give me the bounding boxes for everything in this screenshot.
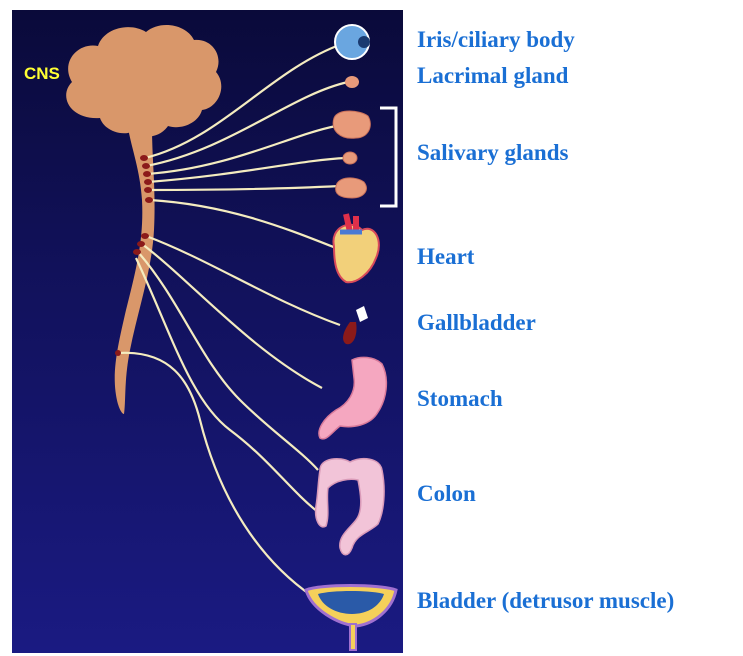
cns-label: CNS [24, 64, 60, 84]
nerve-salivary-3 [148, 186, 340, 190]
label-heart: Heart [417, 244, 474, 270]
label-iris-ciliary-body: Iris/ciliary body [417, 27, 575, 53]
label-gallbladder: Gallbladder [417, 310, 536, 336]
label-stomach: Stomach [417, 386, 503, 412]
salivary-bracket [380, 108, 396, 206]
nerve-bladder [118, 353, 312, 596]
eye-icon [335, 25, 370, 59]
label-salivary-glands: Salivary glands [417, 140, 568, 166]
nerve-colon-1 [138, 252, 318, 470]
label-colon: Colon [417, 481, 476, 507]
nerve-heart [150, 200, 336, 248]
stomach-icon [319, 357, 386, 439]
colon-icon [316, 459, 384, 555]
gallbladder-icon [343, 306, 368, 344]
nerve-salivary-1 [147, 126, 336, 174]
bladder-icon [306, 586, 396, 651]
nerve-gallbladder [146, 236, 340, 325]
lacrimal-gland-icon [345, 76, 359, 88]
heart-icon [333, 214, 378, 282]
label-lacrimal-gland: Lacrimal gland [417, 63, 568, 89]
label-bladder-detrusor-muscle: Bladder (detrusor muscle) [417, 588, 674, 614]
salivary-glands-icon [333, 111, 370, 198]
